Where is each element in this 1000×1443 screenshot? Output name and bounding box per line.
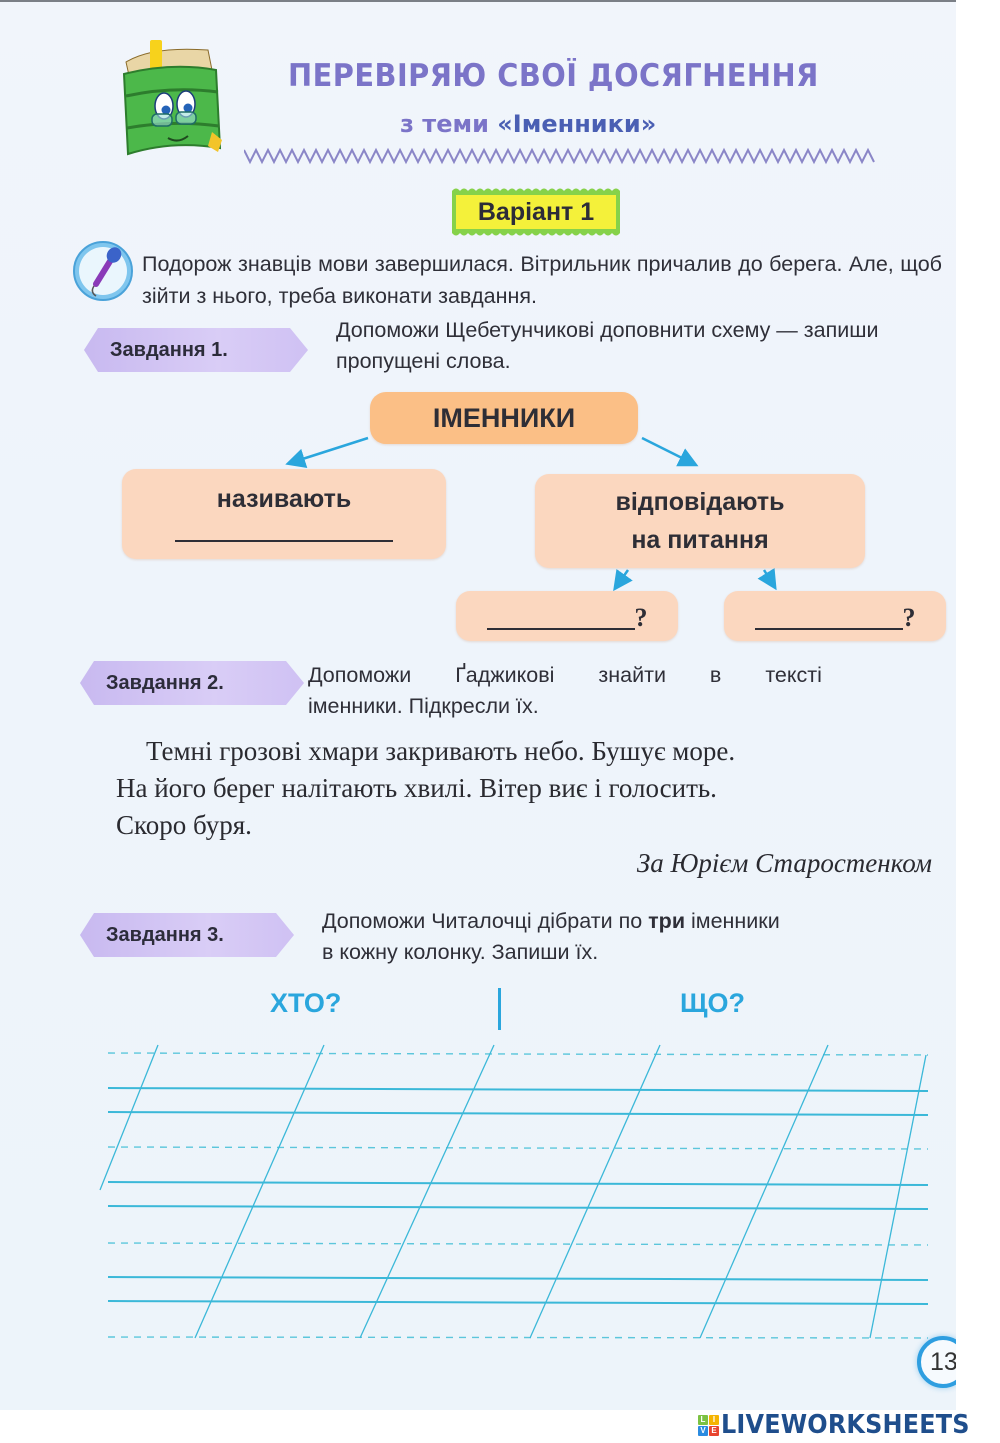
book-mascot-icon [122, 40, 222, 156]
task3-instruction-bold: три [648, 909, 686, 933]
variant-label: Варіант 1 [456, 195, 616, 229]
scheme-blank-name[interactable] [175, 540, 393, 542]
zigzag-divider [244, 147, 875, 165]
worksheet-page: ПЕРЕВІРЯЮ СВОЇ ДОСЯГНЕННЯ з теми «Іменни… [0, 0, 956, 1410]
scheme-node-answer-questions: відповідають на питання [535, 474, 865, 568]
scheme-question-box-1: ? [456, 591, 678, 641]
intro-text: Подорож знавців мови завершилася. Вітрил… [142, 252, 942, 308]
question-mark-1: ? [634, 603, 648, 632]
task3-badge: Завдання 3. [80, 913, 294, 957]
task3-instruction-text1: Допоможи Читалочці дібрати по [322, 909, 649, 933]
task2-text-line1[interactable]: Темні грозові хмари закривають небо. Буш… [146, 736, 736, 766]
task2-instruction: Допоможи Ґаджикові знайти в тексті іменн… [308, 660, 934, 722]
variant-badge: Варіант 1 [448, 186, 624, 238]
logo-live-grid-icon: L I V E [698, 1414, 719, 1436]
scheme-node-name: називають [122, 469, 446, 559]
task2-badge: Завдання 2. [80, 661, 304, 705]
subtitle-topic: «Іменники» [497, 110, 657, 138]
text-author: За Юрієм Старостенком [636, 848, 932, 878]
page-number: 13 [917, 1336, 956, 1388]
task2-instruction-line2: іменники. Підкресли їх. [308, 694, 539, 718]
page-top-edge [0, 0, 956, 2]
scheme-node-name-label: називають [216, 485, 352, 513]
handwriting-lines[interactable] [0, 0, 956, 1410]
noun-scheme: ІМЕННИКИ називають відповідають на питан… [0, 0, 956, 660]
task2-instruction-text1: Допоможи Ґаджикові знайти в тексті [308, 663, 822, 687]
scheme-node-answer-line2: на питання [631, 526, 769, 554]
task2-text-line2[interactable]: На його берег налітають хвилі. Вітер виє… [116, 773, 717, 803]
task3-instruction-line2: в кожну колонку. Запиши їх. [322, 940, 599, 964]
logo-letter-l: L [698, 1414, 708, 1425]
task3-instruction-line1: Допоможи Читалочці дібрати по три іменни… [322, 906, 934, 937]
task2-text: Темні грозові хмари закривають небо. Буш… [116, 733, 936, 844]
page-title: ПЕРЕВІРЯЮ СВОЇ ДОСЯГНЕННЯ [288, 58, 819, 94]
scheme-blank-question-1[interactable] [486, 628, 635, 630]
column-what-header: ЩО? [680, 988, 746, 1018]
microphone-icon [73, 241, 133, 301]
scheme-node-answer-line1: відповідають [615, 488, 785, 516]
logo-text: LIVEWORKSHEETS [721, 1410, 970, 1440]
task3-instruction-text2: іменники [685, 909, 780, 933]
scheme-question-box-2: ? [724, 591, 946, 641]
task2-instruction-line1: Допоможи Ґаджикові знайти в тексті [308, 660, 934, 691]
scheme-arrows [285, 436, 777, 592]
page-subtitle: з теми «Іменники» [400, 110, 656, 138]
column-who-header: ХТО? [270, 988, 342, 1018]
column-divider [498, 988, 501, 1030]
task3-instruction: Допоможи Читалочці дібрати по три іменни… [322, 906, 934, 968]
scheme-root-nouns: ІМЕННИКИ [370, 392, 638, 444]
task3-instruction-part1: Допоможи Читалочці дібрати по три іменни… [322, 906, 780, 937]
task1-badge: Завдання 1. [84, 328, 308, 372]
subtitle-prefix: з теми [400, 110, 498, 138]
task1-instruction: Допоможи Щебетунчикові доповнити схему —… [336, 318, 879, 373]
task2-text-line3[interactable]: Скоро буря. [116, 810, 252, 840]
liveworksheets-logo[interactable]: L I V E LIVEWORKSHEETS [698, 1410, 991, 1440]
logo-letter-e: E [709, 1425, 719, 1436]
question-mark-2: ? [902, 603, 916, 632]
logo-letter-i: I [709, 1414, 719, 1425]
logo-letter-v: V [698, 1425, 708, 1436]
scheme-blank-question-2[interactable] [754, 628, 903, 630]
